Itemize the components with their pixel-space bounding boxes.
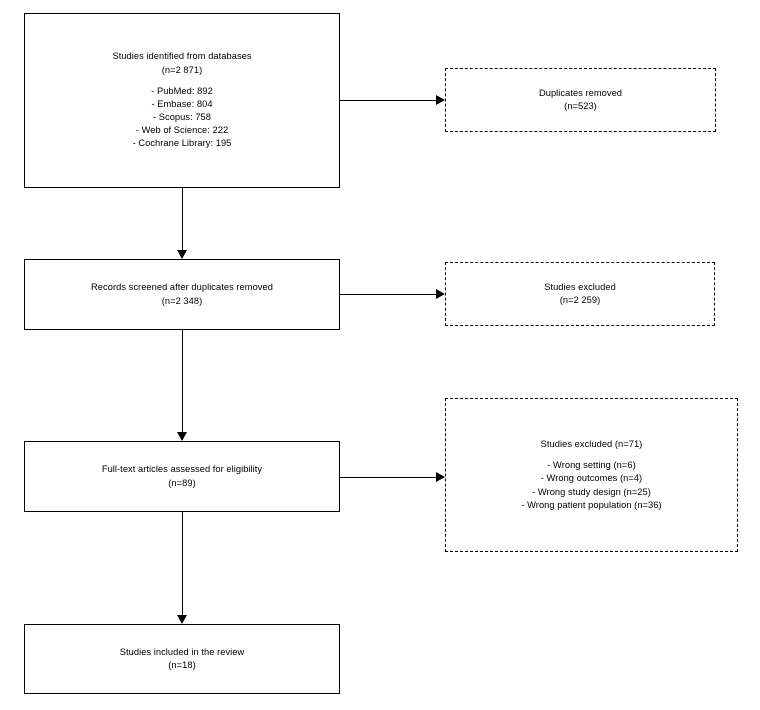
full-text-assessed-box: Full-text articles assessed for eligibil… xyxy=(24,441,340,512)
studies-excluded-eligibility-box: Studies excluded (n=71) - Wrong setting … xyxy=(445,398,738,552)
connector-screened-to-eligibility xyxy=(182,330,183,432)
duplicates-removed-count: (n=523) xyxy=(564,101,597,111)
studies-identified-gap xyxy=(25,77,339,85)
duplicates-removed-box: Duplicates removed (n=523) xyxy=(445,68,716,132)
studies-excluded-screening-box: Studies excluded (n=2 259) xyxy=(445,262,715,326)
studies-included-text: Studies included in the review (n=18) xyxy=(25,646,339,672)
full-text-assessed-title: Full-text articles assessed for eligibil… xyxy=(101,464,263,475)
studies-excluded-screening-text: Studies excluded (n=2 259) xyxy=(446,281,714,307)
reason-wrong-study-design: - Wrong study design (n=25) xyxy=(532,486,651,497)
studies-included-title: Studies included in the review xyxy=(119,646,245,657)
connector-identification-to-screened xyxy=(182,188,183,250)
studies-included-count: (n=18) xyxy=(168,660,196,670)
reason-wrong-outcomes: - Wrong outcomes (n=4) xyxy=(540,473,643,484)
studies-identified-title: Studies identified from databases xyxy=(112,51,252,62)
arrowhead-to-screened xyxy=(177,250,187,259)
studies-identified-count: (n=2 871) xyxy=(161,64,203,75)
arrowhead-to-eligibility-excluded xyxy=(436,472,445,482)
arrowhead-to-eligibility xyxy=(177,432,187,441)
full-text-assessed-count: (n=89) xyxy=(168,477,196,488)
studies-identified-text: Studies identified from databases (n=2 8… xyxy=(25,50,339,150)
records-screened-title: Records screened after duplicates remove… xyxy=(91,282,273,293)
duplicates-removed-text: Duplicates removed (n=523) xyxy=(446,87,715,113)
arrowhead-to-duplicates xyxy=(436,95,445,105)
records-screened-text: Records screened after duplicates remove… xyxy=(25,281,339,307)
reason-wrong-setting: - Wrong setting (n=6) xyxy=(547,460,636,471)
studies-included-box: Studies included in the review (n=18) xyxy=(24,624,340,694)
connector-eligibility-to-excluded xyxy=(340,477,436,478)
connector-screened-to-excluded xyxy=(340,294,436,295)
source-web-of-science: - Web of Science: 222 xyxy=(135,125,229,136)
duplicates-removed-title: Duplicates removed xyxy=(538,87,623,98)
records-screened-box: Records screened after duplicates remove… xyxy=(24,259,340,330)
studies-excluded-screening-title: Studies excluded xyxy=(544,281,616,292)
connector-eligibility-to-included xyxy=(182,512,183,615)
source-pubmed: - PubMed: 892 xyxy=(151,85,213,96)
source-cochrane-library: - Cochrane Library: 195 xyxy=(132,138,232,149)
records-screened-count: (n=2 348) xyxy=(161,295,203,306)
studies-excluded-eligibility-text: Studies excluded (n=71) - Wrong setting … xyxy=(446,438,737,512)
source-scopus: - Scopus: 758 xyxy=(152,112,211,123)
reason-wrong-patient-population: - Wrong patient population (n=36) xyxy=(521,499,662,510)
connector-identification-to-duplicates xyxy=(340,100,436,101)
studies-excluded-eligibility-title: Studies excluded (n=71) xyxy=(540,439,643,450)
arrowhead-to-screening-excluded xyxy=(436,289,445,299)
full-text-assessed-text: Full-text articles assessed for eligibil… xyxy=(25,463,339,489)
studies-excluded-screening-count: (n=2 259) xyxy=(559,295,601,305)
arrowhead-to-included xyxy=(177,615,187,624)
source-embase: - Embase: 804 xyxy=(151,98,213,109)
studies-identified-box: Studies identified from databases (n=2 8… xyxy=(24,13,340,188)
studies-excluded-eligibility-gap xyxy=(446,451,737,459)
